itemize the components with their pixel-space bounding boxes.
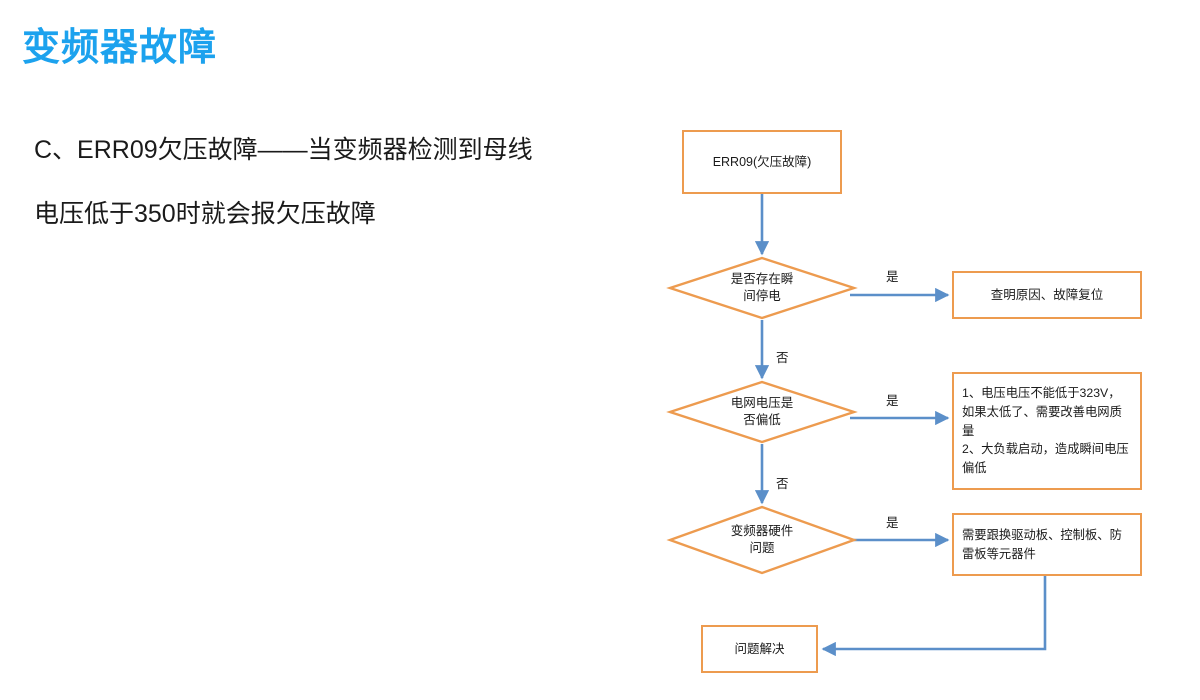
flow-node-decision-grid-voltage-label: 电网电压是 否偏低 (730, 395, 794, 428)
diamond-shape (666, 256, 858, 320)
flow-node-resolved-label: 问题解决 (734, 641, 785, 656)
body-text-block: C、ERR09欠压故障——当变频器检测到母线 电压低于350时就会报欠压故障 (34, 134, 664, 262)
edge-label-decision1-yes: 是 (886, 270, 899, 284)
body-paragraph-2: 电压低于350时就会报欠压故障 (34, 200, 376, 228)
flow-node-check-cause-label: 查明原因、故障复位 (990, 287, 1104, 302)
diamond-shape (666, 505, 858, 575)
flow-node-decision-grid-voltage[interactable]: 电网电压是 否偏低 (666, 380, 858, 444)
flow-node-replace-boards[interactable]: 需要跟换驱动板、控制板、防雷板等元器件 (952, 513, 1142, 576)
edge-label-decision2-no: 否 (776, 477, 789, 491)
flow-node-voltage-notes-label: 1、电压电压不能低于323V，如果太低了、需要改善电网质量 2、大负载启动，造成… (962, 386, 1129, 476)
body-paragraph-1: C、ERR09欠压故障——当变频器检测到母线 (34, 136, 533, 164)
flow-node-voltage-notes[interactable]: 1、电压电压不能低于323V，如果太低了、需要改善电网质量 2、大负载启动，造成… (952, 372, 1142, 490)
flow-node-start-label: ERR09(欠压故障) (712, 154, 812, 169)
flow-node-resolved[interactable]: 问题解决 (701, 625, 818, 673)
edge-label-decision1-no: 否 (776, 351, 789, 365)
page-title: 变频器故障 (22, 27, 218, 69)
edge-label-decision3-yes: 是 (886, 516, 899, 530)
flow-node-decision-power-outage-label: 是否存在瞬 间停电 (730, 271, 794, 304)
flow-node-start[interactable]: ERR09(欠压故障) (682, 130, 842, 194)
flow-node-decision-hardware-label: 变频器硬件 问题 (730, 523, 794, 556)
edge-label-decision2-yes: 是 (886, 394, 899, 408)
flow-node-check-cause[interactable]: 查明原因、故障复位 (952, 271, 1142, 319)
diamond-shape (666, 380, 858, 444)
connector-replace-to-resolved (821, 576, 1047, 657)
flow-node-decision-power-outage[interactable]: 是否存在瞬 间停电 (666, 256, 858, 320)
flow-node-decision-hardware[interactable]: 变频器硬件 问题 (666, 505, 858, 575)
flow-node-replace-boards-label: 需要跟换驱动板、控制板、防雷板等元器件 (962, 527, 1122, 561)
